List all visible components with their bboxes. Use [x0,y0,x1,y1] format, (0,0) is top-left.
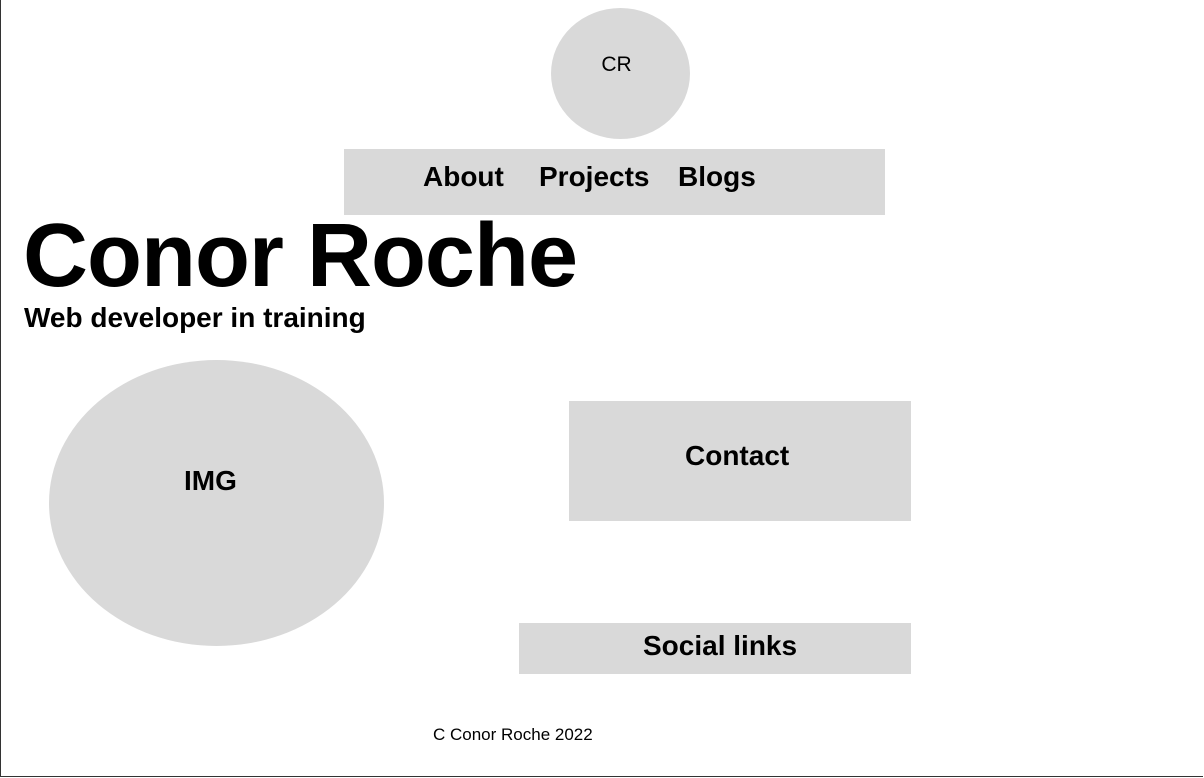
nav-item-projects[interactable]: Projects [539,161,650,192]
main-nav: About Projects Blogs [344,149,885,215]
contact-button[interactable]: Contact [569,401,911,521]
logo-initials: CR [601,53,632,76]
hero-tagline: Web developer in training [24,302,366,333]
image-placeholder-label: IMG [184,465,237,496]
footer-copyright: C Conor Roche 2022 [433,725,593,744]
hero-name: Conor Roche [23,206,578,306]
nav-item-blogs[interactable]: Blogs [678,161,756,192]
social-links-button[interactable]: Social links [519,623,911,674]
social-links-label: Social links [643,630,798,661]
logo-avatar[interactable]: CR [551,8,690,139]
profile-image-placeholder: IMG [49,360,384,646]
nav-item-about[interactable]: About [423,161,504,192]
contact-label: Contact [685,440,790,471]
